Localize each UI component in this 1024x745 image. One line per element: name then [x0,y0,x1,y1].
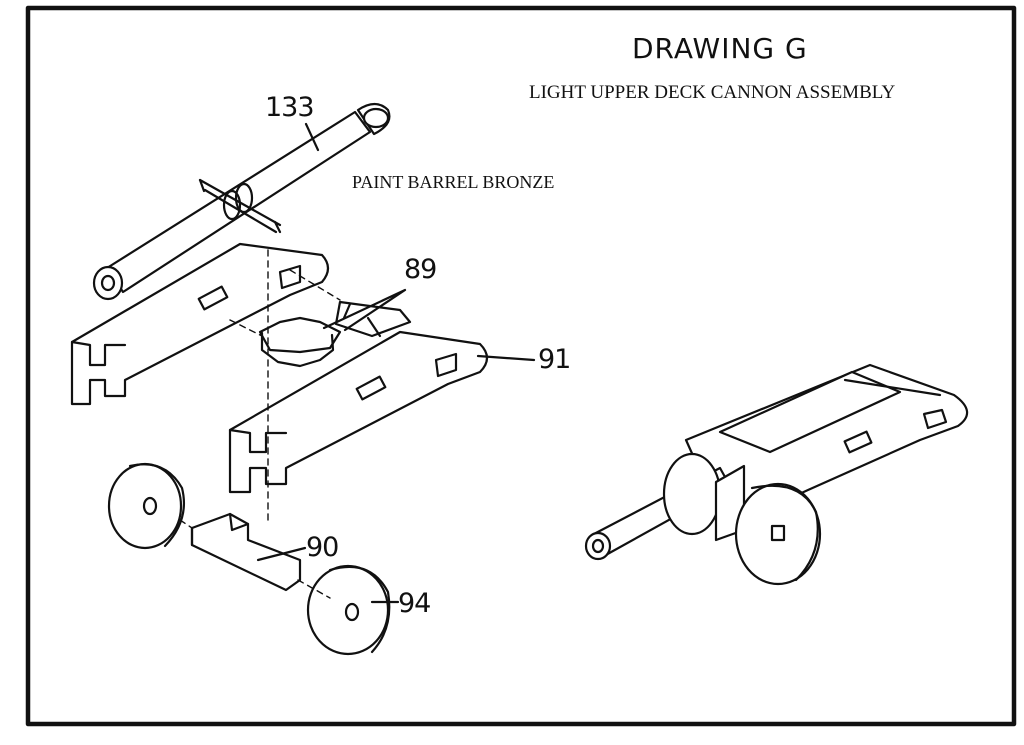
assembly-guide-lines [179,249,341,599]
wheel-part-right [306,564,391,656]
right-side-bracket-part [228,330,489,494]
callout-90: 90 [306,532,339,563]
leader-line-90 [256,546,307,562]
wheel-part-left [107,462,186,550]
drawing-title: DRAWING G [632,32,808,65]
left-side-bracket-part [70,242,330,406]
assembled-cannon [584,363,969,586]
paint-note: PAINT BARREL BRONZE [352,172,555,192]
drawing-frame [25,5,1017,727]
callout-94: 94 [398,588,431,619]
callout-91: 91 [538,344,571,375]
cannon-barrel-part [92,102,391,301]
leader-line-91 [476,354,536,362]
callout-133: 133 [265,92,315,123]
drawing-subtitle: LIGHT UPPER DECK CANNON ASSEMBLY [529,82,896,103]
leader-line-133 [304,122,320,152]
trunnion-block-part [258,300,412,368]
callout-89: 89 [404,254,437,285]
leader-line-89 [322,288,407,332]
axle-block-part [190,512,302,592]
